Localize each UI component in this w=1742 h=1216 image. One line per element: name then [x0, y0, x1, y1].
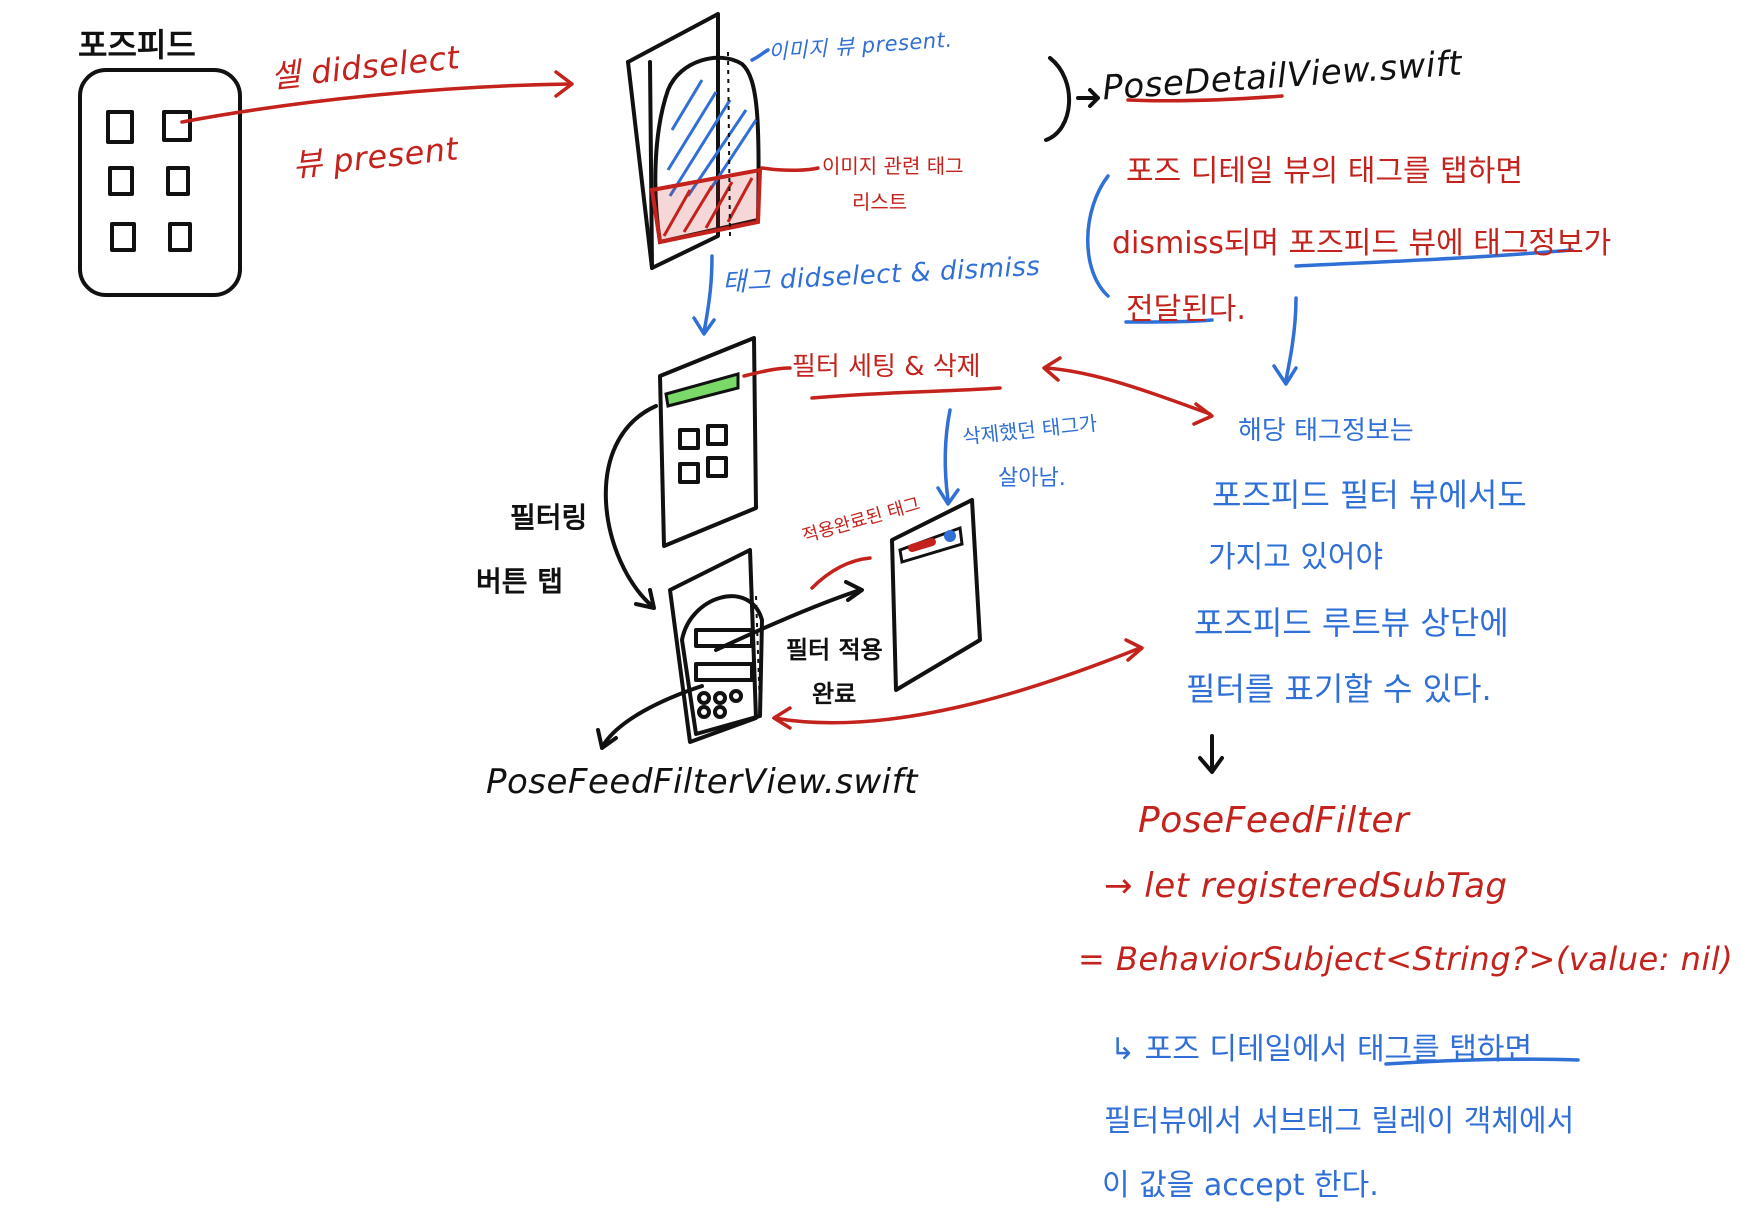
- arrow-head-note-to-taginfo: [1272, 364, 1298, 386]
- filter-feed-cell-4: [706, 456, 728, 478]
- filter-sheet-panel: [680, 594, 764, 736]
- filter-feed-cell-1: [678, 428, 700, 450]
- pose-detail-dashed-line: [727, 51, 731, 237]
- arrow-filtering-button: [603, 404, 658, 608]
- detail-note-line-3: 전달된다.: [1126, 292, 1246, 327]
- image-tag-list-label-1: 이미지 관련 태그: [822, 154, 964, 178]
- tag-info-line-1: 해당 태그정보는: [1238, 416, 1414, 446]
- arrow-cell-to-detail: [180, 82, 572, 124]
- arrow-head-posefeedfilter: [1198, 756, 1224, 774]
- filter-chip-3: [729, 689, 743, 703]
- pose-detail-frame: [626, 12, 720, 270]
- feed-cell-2: [162, 110, 192, 142]
- arrow-filter-set: [742, 366, 792, 378]
- arrow-filter-apply: [714, 588, 862, 652]
- tag-info-line-3: 가지고 있어야: [1208, 540, 1384, 575]
- arrow-head-sheet-right: [1124, 638, 1144, 662]
- applied-tag-blue-dot: [944, 530, 956, 542]
- pose-feed-filter-file-label: PoseFeedFilterView.swift: [486, 762, 918, 802]
- arrow-image-view-present: [750, 48, 770, 62]
- pose-feed-phone-frame: [78, 68, 242, 297]
- arrow-head-filter-apply: [844, 580, 864, 602]
- filter-set-delete-label: 필터 세팅 & 삭제: [792, 352, 981, 382]
- bracket-detail: [1044, 56, 1072, 142]
- filter-feed-cell-3: [678, 462, 700, 484]
- tag-list-hatch: [662, 177, 754, 237]
- arrow-head-to-filter-file: [596, 728, 618, 750]
- filter-set-underline: [810, 386, 1002, 400]
- filter-sheet-dashed-line: [755, 595, 761, 711]
- relay-note-line-2: 필터뷰에서 서브태그 릴레이 객체에서: [1104, 1104, 1575, 1139]
- filter-bar-green: [664, 372, 740, 408]
- detail-note-line-1: 포즈 디테일 뷰의 태그를 탭하면: [1126, 154, 1523, 189]
- applied-phone-frame: [890, 498, 982, 692]
- filter-chip-1: [697, 691, 711, 705]
- pose-feed-phone: [78, 68, 242, 297]
- arrow-head-filter-left: [1042, 356, 1062, 382]
- feed-cell-6: [168, 222, 192, 252]
- arrow-filter-to-taginfo: [1044, 366, 1212, 416]
- pose-detail-phone: [626, 12, 763, 270]
- feed-cell-4: [166, 166, 190, 196]
- arrow-head-filtering: [634, 588, 656, 610]
- arrow-to-filter-file: [602, 684, 704, 746]
- arrow-to-detail-file: [1076, 88, 1100, 108]
- arrow-deleted-tag-revive: [943, 408, 952, 502]
- pose-detail-left-edge: [626, 60, 654, 270]
- bracket-detail-note: [1086, 174, 1110, 298]
- arrow-tag-list: [760, 166, 820, 173]
- arrow-tag-didselect: [702, 254, 714, 334]
- image-tag-list-label-2: 리스트: [852, 190, 908, 214]
- image-view-outline: [653, 55, 761, 245]
- let-registered-label: → let registeredSubTag: [1104, 866, 1508, 906]
- feed-filter-phone-frame: [658, 336, 758, 548]
- applied-tag-bar: [898, 525, 964, 564]
- arrow-head-sheet-left: [772, 706, 792, 730]
- detail-note-line-2: dismiss되며 포즈피드 뷰에 태그정보가: [1112, 226, 1612, 261]
- underline-detail-file: [1126, 94, 1284, 103]
- arrow-sheet-to-taginfo: [772, 646, 1142, 725]
- feed-cell-1: [106, 110, 134, 144]
- filter-apply-done-1: 필터 적용: [786, 636, 883, 664]
- underline-tag-info: [1294, 248, 1574, 268]
- arrow-head-tag-didselect: [692, 316, 716, 336]
- feed-cell-3: [108, 166, 134, 196]
- tag-info-line-2: 포즈피드 필터 뷰에서도: [1212, 476, 1527, 514]
- tag-list-area: [649, 167, 763, 245]
- filter-chip-2: [713, 691, 727, 705]
- feed-filter-phone: [658, 336, 758, 548]
- arrow-applied-tag: [810, 556, 872, 590]
- filter-feed-cell-2: [706, 424, 728, 446]
- filter-option-2: [694, 662, 754, 682]
- filtering-button-tap-2: 버튼 탭: [476, 565, 564, 598]
- filter-chip-5: [713, 705, 727, 719]
- relay-note-line-1: ↳ 포즈 디테일에서 태그를 탭하면: [1110, 1032, 1533, 1067]
- pose-feed-title: 포즈피드: [78, 26, 196, 64]
- underline-delivered: [1124, 318, 1214, 324]
- arrow-head-deleted-tag: [936, 486, 960, 506]
- filtering-button-tap-1: 필터링: [510, 501, 588, 534]
- relay-note-line-3: 이 값을 accept 한다.: [1102, 1168, 1379, 1203]
- filter-chip-4: [697, 705, 711, 719]
- underline-relay: [1384, 1057, 1580, 1066]
- tag-info-line-5: 필터를 표기할 수 있다.: [1186, 670, 1492, 708]
- filter-sheet-phone: [668, 548, 764, 744]
- filter-apply-done-2: 완료: [812, 680, 857, 708]
- arrow-head-cell-to-detail: [554, 70, 574, 98]
- feed-cell-5: [110, 222, 136, 252]
- applied-tag-phone: [890, 498, 982, 692]
- arrow-head-filter-right: [1192, 402, 1214, 426]
- deleted-tag-revive-label-2: 살아남.: [998, 466, 1066, 491]
- arrow-note-to-taginfo: [1284, 296, 1298, 382]
- posefeedfilter-label: PoseFeedFilter: [1138, 800, 1410, 841]
- tag-info-line-4: 포즈피드 루트뷰 상단에: [1194, 604, 1509, 642]
- applied-tag-red-chip: [908, 538, 936, 552]
- behavior-subject-label: = BehaviorSubject<String?>(value: nil): [1078, 940, 1734, 978]
